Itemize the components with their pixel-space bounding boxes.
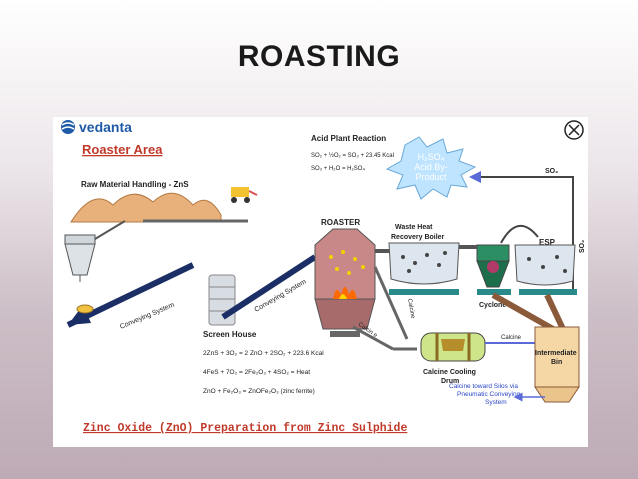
roaster-label: ROASTER [321,218,360,227]
emblem-icon [564,120,584,140]
screen-house-label: Screen House [203,330,257,339]
silo-transport-1: Calcine toward Silos via [449,383,518,390]
esp-unit [514,244,577,295]
so2-top-label: SO₂ [545,168,558,175]
waste-heat-boiler [388,242,460,295]
conveyor-2 [221,254,317,320]
intermediate-bin-label-1: Intermediate [535,350,577,357]
silo-transport-3: System [485,399,507,406]
calcine-label-1: Calcine [406,298,415,319]
calcine-cooling-drum [420,332,486,362]
vedanta-logo: vedanta [61,119,132,135]
loader-icon [231,187,258,203]
acid-plant-title: Acid Plant Reaction [311,134,386,143]
cooling-drum-label-2: Drum [441,378,459,385]
raw-material-label: Raw Material Handling - ZnS [81,180,189,189]
acid-equation-1: SO₂ + ½O₂ = SO₃ + 23.45 Kcal [311,152,394,159]
process-flow-svg: vedanta Roaster Area Raw Material Handli… [61,119,586,435]
acid-product-line-1: H₂SO₄ [418,152,445,162]
acid-product-burst [385,136,477,200]
roaster-furnace [314,228,376,337]
acid-product-line-3: Product [415,172,447,182]
equation-1: 2ZnS + 3O₂ = 2 ZnO + 2SO₂ + 223.6 Kcal [203,350,324,357]
equation-3: ZnO + Fe₂O₃ = ZnOFe₂O₃ (zinc ferrite) [203,388,315,395]
roaster-area-title: Roaster Area [82,142,163,157]
whrb-label-2: Recovery Boiler [391,234,445,241]
conveying-label-2: Conveying System [254,278,308,313]
calcine-label-3: Calcine [501,335,522,341]
cooling-drum-label-1: Calcine Cooling [423,369,476,376]
screen-house [208,274,236,326]
conveying-label-1: Conveying System [119,302,176,331]
cyclone-label: Cyclone [479,302,506,309]
whrb-label-1: Waste Heat [395,224,433,231]
conveyor-1 [66,262,195,328]
acid-product-line-2: Acid By- [414,162,448,172]
hopper [64,234,96,282]
cyclone [476,244,511,295]
raw-material-piles [70,192,222,223]
acid-equation-2: SO₃ + H₂O = H₂SO₄ [311,166,365,172]
so2-side-label: SO₂ [579,240,586,253]
equation-2: 4FeS + 7O₂ = 2Fe₂O₃ + 4SO₂ = Heat [203,369,310,376]
slide-title: ROASTING [237,40,401,73]
process-diagram: vedanta Roaster Area Raw Material Handli… [53,117,588,447]
esp-label: ESP [539,238,556,247]
diagram-caption: Zinc Oxide (ZnO) Preparation from Zinc S… [83,422,407,435]
silo-transport-2: Pneumatic Conveying [457,391,521,398]
intermediate-bin-label-2: Bin [551,359,562,366]
logo-text: vedanta [79,119,132,135]
